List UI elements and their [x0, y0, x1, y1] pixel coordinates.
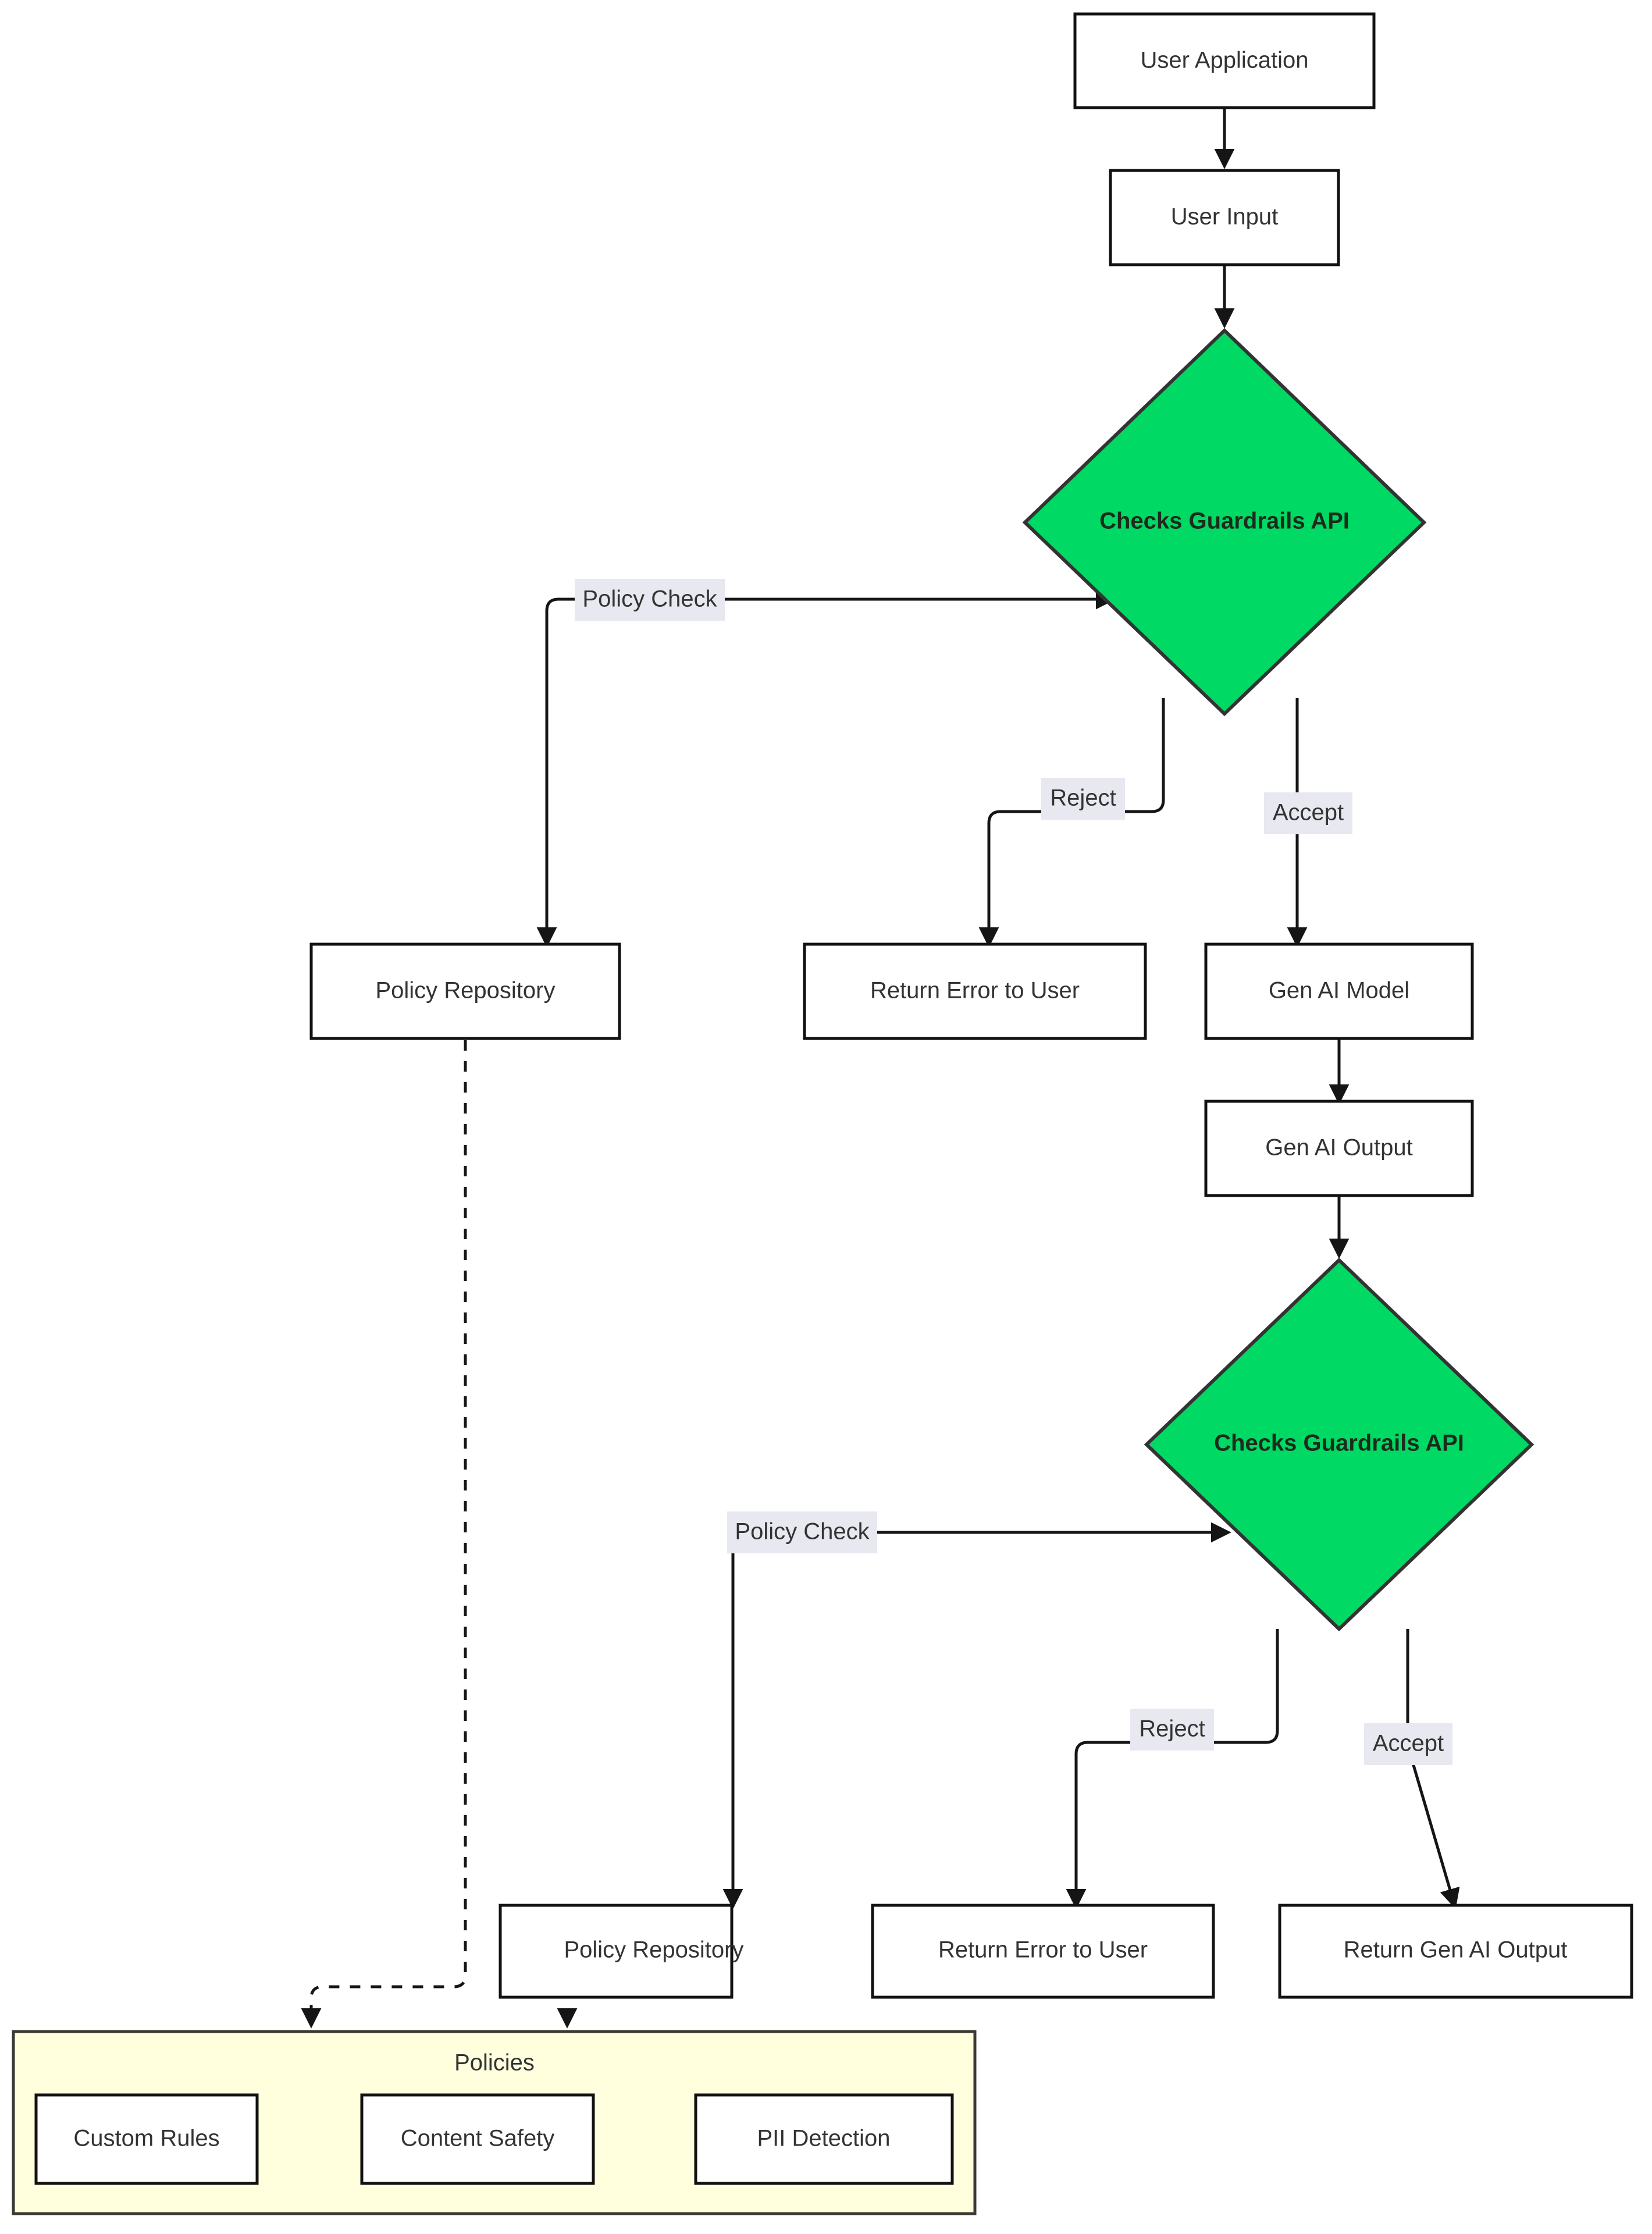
- node-custom-rules-label: Custom Rules: [73, 2126, 219, 2151]
- node-gen-ai-output[interactable]: Gen AI Output: [1204, 1100, 1474, 1197]
- edge-label-reject-in: Reject: [1041, 778, 1125, 820]
- node-pii-detection[interactable]: PII Detection: [694, 2093, 954, 2185]
- edge-policy-repo-in-to-policies: [301, 1040, 467, 2029]
- edge-label-accept-out-text: Accept: [1373, 1731, 1444, 1756]
- node-policy-repo-out-label: Policy Repository: [564, 1937, 743, 1963]
- node-gen-ai-model[interactable]: Gen AI Model: [1204, 942, 1474, 1040]
- node-guardrails-out[interactable]: Checks Guardrails API: [1144, 1257, 1534, 1632]
- edge-label-policy-check-out-text: Policy Check: [735, 1519, 870, 1545]
- edge-label-policy-check-in-text: Policy Check: [582, 586, 717, 612]
- node-content-safety[interactable]: Content Safety: [360, 2093, 595, 2185]
- node-guardrails-out-label: Checks Guardrails API: [1214, 1431, 1464, 1456]
- node-user-application[interactable]: User Application: [1073, 12, 1376, 109]
- node-policy-repo-in-label: Policy Repository: [375, 978, 555, 1004]
- edge-label-reject-in-text: Reject: [1050, 785, 1116, 811]
- edge-label-accept-out: Accept: [1364, 1723, 1452, 1765]
- node-content-safety-label: Content Safety: [401, 2126, 555, 2151]
- node-custom-rules[interactable]: Custom Rules: [34, 2093, 259, 2185]
- node-return-output[interactable]: Return Gen AI Output: [1278, 1904, 1633, 1999]
- cluster-policies: Policies Custom Rules Content Safety PII…: [12, 2030, 977, 2215]
- edge-label-reject-out-text: Reject: [1139, 1716, 1205, 1742]
- node-error-out-label: Return Error to User: [938, 1937, 1148, 1963]
- node-policy-repo-in[interactable]: Policy Repository: [309, 942, 621, 1040]
- node-return-output-label: Return Gen AI Output: [1344, 1937, 1568, 1963]
- edge-label-accept-in-text: Accept: [1273, 800, 1344, 826]
- edge-guardrails-in-to-policy-repo-in: [536, 597, 1112, 948]
- node-error-out[interactable]: Return Error to User: [871, 1904, 1215, 1999]
- node-gen-ai-output-label: Gen AI Output: [1265, 1135, 1413, 1161]
- edge-label-policy-check-out: Policy Check: [727, 1511, 877, 1553]
- node-user-input[interactable]: User Input: [1109, 169, 1340, 266]
- cluster-policies-title: Policies: [454, 2050, 535, 2076]
- node-guardrails-in[interactable]: Checks Guardrails API: [1022, 328, 1427, 717]
- node-guardrails-in-label: Checks Guardrails API: [1099, 508, 1350, 534]
- node-pii-detection-label: PII Detection: [757, 2126, 890, 2151]
- node-user-application-label: User Application: [1140, 48, 1308, 73]
- node-policy-repo-out[interactable]: Policy Repository: [499, 1904, 744, 1999]
- edge-label-reject-out: Reject: [1130, 1709, 1214, 1751]
- node-user-input-label: User Input: [1171, 204, 1279, 230]
- edge-label-accept-in: Accept: [1264, 792, 1352, 834]
- node-gen-ai-model-label: Gen AI Model: [1269, 978, 1409, 1004]
- node-error-in-label: Return Error to User: [870, 978, 1080, 1004]
- edge-label-policy-check-in: Policy Check: [575, 579, 725, 621]
- node-error-in[interactable]: Return Error to User: [803, 942, 1147, 1040]
